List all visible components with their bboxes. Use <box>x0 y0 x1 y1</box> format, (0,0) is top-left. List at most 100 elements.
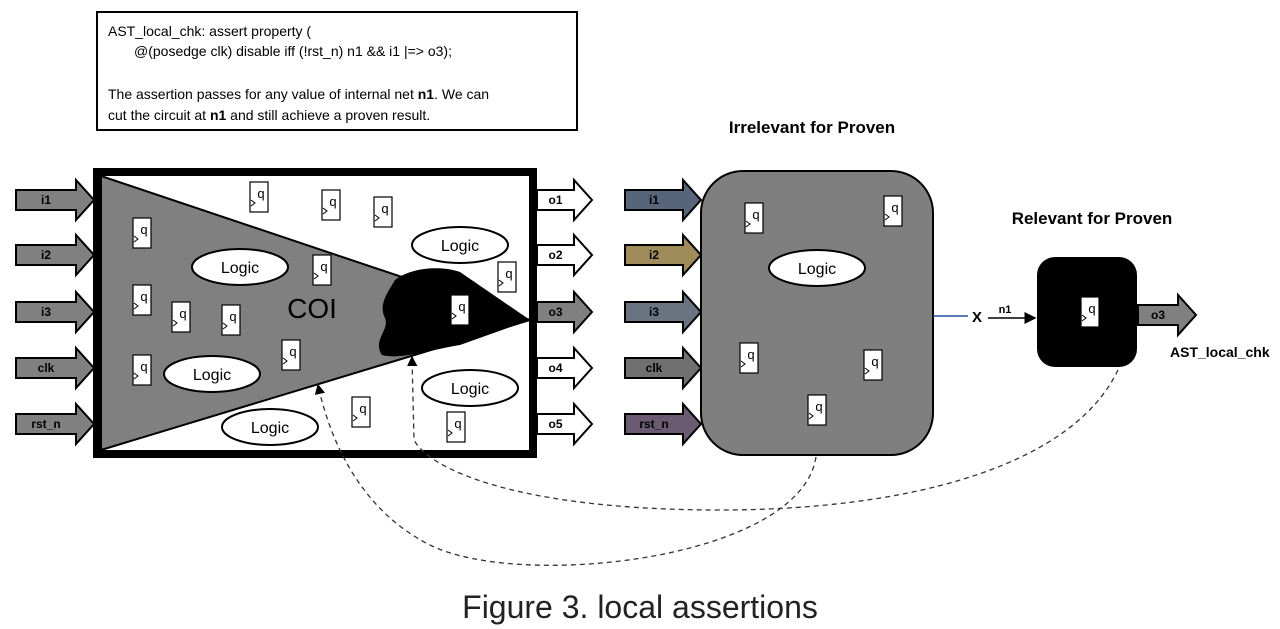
left-output-o5: o5 <box>536 401 594 447</box>
figure-caption: Figure 3. local assertions <box>462 589 818 625</box>
ff-q-label: q <box>871 354 878 369</box>
middle-input-clk-label: clk <box>646 361 663 375</box>
coi-label: COI <box>287 293 337 324</box>
left-output-o3-label: o3 <box>548 305 562 319</box>
flip-flop: q <box>171 301 191 333</box>
left-input-i3-label: i3 <box>41 305 51 319</box>
middle-input-i2-label: i2 <box>649 248 659 262</box>
left-output-o4: o4 <box>536 345 594 391</box>
relevant-title: Relevant for Proven <box>1012 209 1173 228</box>
clock-pin-icon <box>313 272 319 280</box>
logic-label: Logic <box>193 367 231 384</box>
middle-input-clk: clk <box>624 345 703 391</box>
dashed-path-irrelevant-to-coi <box>314 383 817 566</box>
ff-q-label: q <box>229 309 236 324</box>
note-line-2: @(posedge clk) disable iff (!rst_n) n1 &… <box>134 43 452 59</box>
ff-q-label: q <box>505 266 512 281</box>
flip-flop: q <box>807 394 827 426</box>
middle-input-i3: i3 <box>624 289 703 335</box>
left-input-rst_n-label: rst_n <box>31 417 60 431</box>
left-output-o2: o2 <box>536 232 594 278</box>
ff-q-label: q <box>140 359 147 374</box>
left-input-clk-label: clk <box>38 361 55 375</box>
flip-flop: q <box>132 354 152 386</box>
ff-q-label: q <box>140 222 147 237</box>
ff-q-label: q <box>747 347 754 362</box>
flip-flop: q <box>249 181 269 213</box>
clock-pin-icon <box>133 302 139 310</box>
flip-flop: q <box>450 294 470 326</box>
clock-pin-icon <box>884 213 890 221</box>
clock-pin-icon <box>374 214 380 222</box>
middle-input-rst_n-label: rst_n <box>639 417 668 431</box>
ff-q-label: q <box>359 401 366 416</box>
clock-pin-icon <box>745 220 751 228</box>
left-output-o5-label: o5 <box>548 417 562 431</box>
ff-q-label: q <box>320 259 327 274</box>
right-output-o3: o3 <box>1137 292 1198 338</box>
left-input-clk: clk <box>15 345 96 391</box>
left-input-rst_n: rst_n <box>15 401 96 447</box>
flip-flop: q <box>497 261 517 293</box>
irrelevant-title: Irrelevant for Proven <box>729 118 895 137</box>
note-line-1: AST_local_chk: assert property ( <box>108 23 311 39</box>
note-line-4: cut the circuit at n1 and still achieve … <box>108 107 430 123</box>
clock-pin-icon <box>133 372 139 380</box>
left-output-o4-label: o4 <box>548 361 562 375</box>
logic-label: Logic <box>798 261 836 278</box>
net-n1-label: n1 <box>999 304 1012 316</box>
right-output-o3-label: o3 <box>1151 308 1165 322</box>
logic-cloud: Logic <box>421 369 519 407</box>
logic-label: Logic <box>221 260 259 277</box>
logic-label: Logic <box>441 238 479 255</box>
ff-q-label: q <box>891 200 898 215</box>
ff-q-label: q <box>289 344 296 359</box>
flip-flop: q <box>863 349 883 381</box>
clock-pin-icon <box>498 279 504 287</box>
left-input-i1-label: i1 <box>41 193 51 207</box>
clock-pin-icon <box>133 235 139 243</box>
logic-cloud: Logic <box>163 355 261 393</box>
assertion-note-box: AST_local_chk: assert property ( @(posed… <box>96 11 578 131</box>
flip-flop: q <box>1080 296 1100 328</box>
ff-q-label: q <box>329 194 336 209</box>
flip-flop: q <box>132 217 152 249</box>
flip-flop: q <box>373 196 393 228</box>
checker-label: AST_local_chk <box>1170 344 1270 360</box>
clock-pin-icon <box>352 414 358 422</box>
clock-pin-icon <box>222 322 228 330</box>
ff-q-label: q <box>140 289 147 304</box>
left-output-o1: o1 <box>536 177 594 223</box>
clock-pin-icon <box>172 319 178 327</box>
flip-flop: q <box>132 284 152 316</box>
middle-input-i1-label: i1 <box>649 193 659 207</box>
logic-label: Logic <box>251 420 289 437</box>
left-input-i2: i2 <box>15 232 96 278</box>
middle-input-i3-label: i3 <box>649 305 659 319</box>
irrelevant-block: Logic q q q q q <box>700 170 934 456</box>
flip-flop: q <box>739 342 759 374</box>
logic-cloud: Logic <box>191 248 289 286</box>
middle-input-i2: i2 <box>624 232 703 278</box>
flip-flop: q <box>883 195 903 227</box>
ff-q-label: q <box>454 416 461 431</box>
ff-q-label: q <box>381 201 388 216</box>
clock-pin-icon <box>808 412 814 420</box>
flip-flop: q <box>321 189 341 221</box>
ff-q-label: q <box>257 186 264 201</box>
left-output-o2-label: o2 <box>548 248 562 262</box>
ff-q-label: q <box>1088 301 1095 316</box>
ff-q-label: q <box>458 299 465 314</box>
logic-cloud: Logic <box>411 226 509 264</box>
note-line-3: The assertion passes for any value of in… <box>108 86 489 102</box>
left-input-i2-label: i2 <box>41 248 51 262</box>
clock-pin-icon <box>322 207 328 215</box>
ff-q-label: q <box>752 207 759 222</box>
left-output-o3: o3 <box>536 289 594 335</box>
logic-cloud: Logic <box>221 408 319 446</box>
logic-cloud: Logic <box>768 249 866 287</box>
clock-pin-icon <box>864 367 870 375</box>
flip-flop: q <box>351 396 371 428</box>
clock-pin-icon <box>1081 314 1087 322</box>
